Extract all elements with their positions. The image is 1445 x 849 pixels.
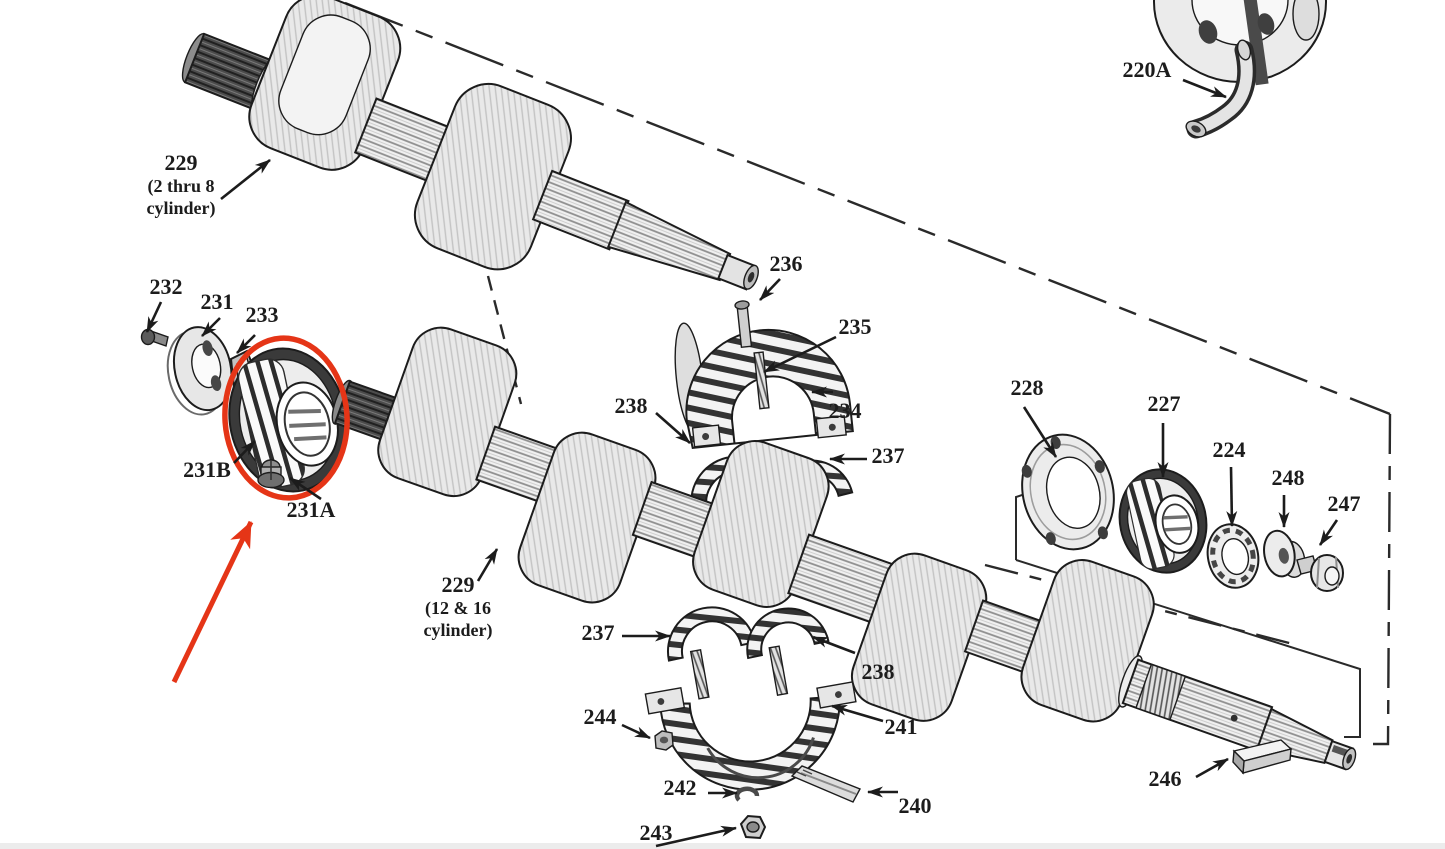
shaft-key-246-illustration [1232, 739, 1293, 775]
flange-fragment-illustration [1153, 0, 1327, 86]
nut-244-illustration [654, 730, 674, 751]
callout-238-upper: 238 [615, 393, 691, 444]
part-number-label: 231A [287, 497, 336, 522]
part-number-label: 238 [862, 659, 895, 684]
part-number-label: 227 [1148, 391, 1181, 416]
part-number-label: 241 [885, 714, 918, 739]
callout-228: 228 [1011, 375, 1058, 458]
projection-line-right [1373, 413, 1392, 746]
panel-corner-right [1015, 559, 1361, 738]
cap-nut-231a-illustration [257, 459, 285, 489]
callout-arrow [236, 334, 256, 354]
callout-arrow [1195, 757, 1229, 779]
callout-arrow [763, 335, 837, 374]
bolt-247-illustration [1296, 554, 1344, 592]
part-number-label: 242 [664, 775, 697, 800]
elbow-fitting-220a-illustration [1185, 39, 1257, 139]
part-number-label: 237 [872, 443, 905, 468]
part-number-label: 244 [584, 704, 617, 729]
callout-arrow [220, 158, 271, 201]
part-number-label: 224 [1213, 437, 1246, 462]
callout-arrow [621, 723, 651, 740]
part-number-label: 243 [640, 820, 673, 845]
projection-line-top [344, 1, 1391, 416]
callout-arrow [476, 548, 499, 582]
callout-227: 227 [1148, 391, 1181, 478]
highlight-ellipse [222, 335, 350, 501]
callout-224: 224 [1213, 437, 1246, 527]
callout-arrow [145, 301, 163, 333]
callout-arrow [233, 440, 256, 464]
callout-arrow [289, 476, 322, 501]
callout-246: 246 [1149, 757, 1229, 791]
part-number-label: 240 [899, 793, 932, 818]
callout-232: 232 [145, 274, 183, 333]
crankshaft-2-8-cyl-illustration [181, 0, 759, 291]
thrust-disc-231-illustration [166, 326, 233, 416]
part-number-label: 228 [1011, 375, 1044, 400]
callout-arrow [655, 412, 691, 444]
callout-233: 233 [236, 302, 279, 354]
bearing-cap-241-illustration [644, 645, 857, 791]
callout-arrow [1226, 466, 1238, 527]
part-number-label: 248 [1272, 465, 1305, 490]
callout-243: 243 [640, 820, 737, 848]
part-number-label: 235 [839, 314, 872, 339]
bearing-cap-236-illustration [674, 300, 854, 450]
callout-arrow [201, 317, 221, 337]
part-number-label: 232 [150, 274, 183, 299]
taper-dowel-240-illustration [790, 765, 861, 803]
callout-242: 242 [664, 775, 738, 800]
hex-nut-243-illustration [739, 814, 767, 840]
callout-arrow [1182, 78, 1227, 99]
part-number-label: 246 [1149, 766, 1182, 791]
highlight-arrow [171, 520, 254, 684]
callout-237-upper: 237 [829, 443, 905, 468]
callout-236: 236 [759, 251, 803, 301]
callout-231a: 231A [287, 476, 336, 522]
callout-231: 231 [201, 289, 234, 337]
bolt-232-illustration [140, 328, 169, 347]
callout-arrow [1022, 406, 1058, 458]
callout-237-lower: 237 [582, 620, 671, 645]
retainer-ring-228-illustration [1021, 433, 1115, 551]
callout-241: 241 [831, 704, 918, 739]
callout-234: 234 [811, 386, 862, 423]
callout-arrow [1318, 519, 1339, 546]
callout-220a: 220A [1123, 57, 1227, 99]
crankshaft-12-16-cyl-illustration [331, 326, 1357, 771]
part-number-label: 231B [183, 457, 231, 482]
part-number-label: 238 [615, 393, 648, 418]
callout-arrow [812, 635, 856, 655]
part-number-label: 220A [1123, 57, 1172, 82]
part-number-label: 247 [1328, 491, 1361, 516]
part-number-label: 236 [770, 251, 803, 276]
callout-248: 248 [1272, 465, 1305, 528]
callout-arrow [759, 278, 781, 301]
lock-ring-224-illustration [1206, 523, 1260, 589]
bottom-edge-strip [0, 843, 1445, 849]
callout-arrow [655, 825, 737, 848]
part-number-label: 234 [829, 398, 862, 423]
callout-235: 235 [763, 314, 872, 374]
callout-247: 247 [1318, 491, 1361, 546]
roller-bearing-227-illustration [1118, 468, 1208, 574]
part-number-label: 237 [582, 620, 615, 645]
red-highlight-annotations [171, 335, 350, 684]
callout-240: 240 [867, 786, 932, 818]
part-number-label: 233 [246, 302, 279, 327]
callout-arrow [831, 704, 884, 723]
callout-238-lower: 238 [812, 635, 895, 684]
callout-231b: 231B [183, 440, 256, 482]
callout-244: 244 [584, 704, 651, 740]
roller-bearing-231b-illustration [228, 347, 348, 493]
part-number-label: 231 [201, 289, 234, 314]
